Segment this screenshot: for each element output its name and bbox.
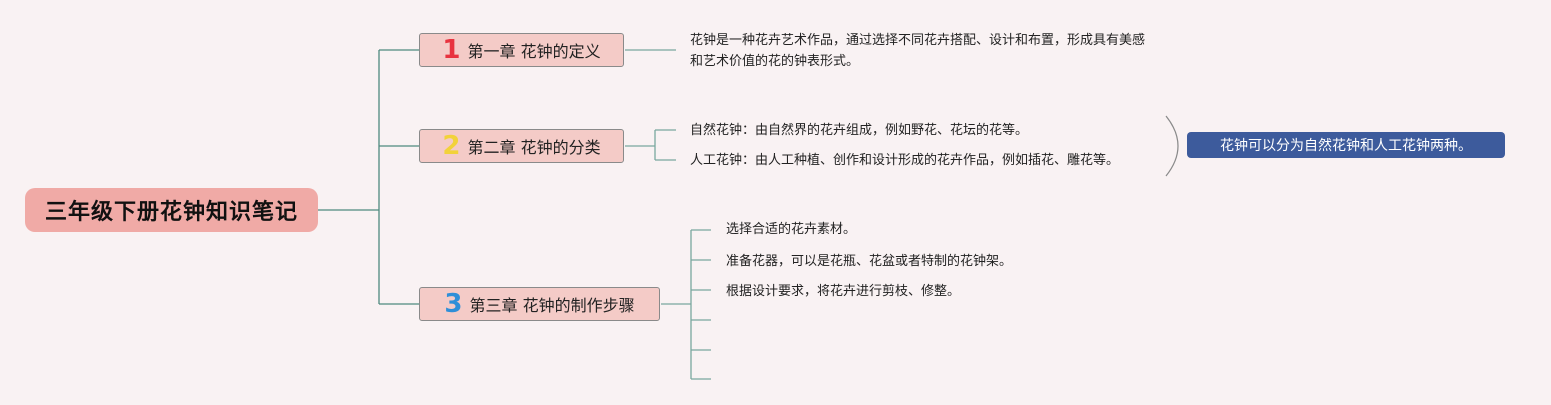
chapter-3-node[interactable]: 3 第三章 花钟的制作步骤 [419,287,660,321]
root-topic[interactable]: 三年级下册花钟知识笔记 [25,188,318,232]
chapter-2-summary-text: 花钟可以分为自然花钟和人工花钟两种。 [1220,138,1472,154]
root-title: 三年级下册花钟知识笔记 [44,200,298,225]
chapter-2-item-artificial[interactable]: 人工花钟：由人工种植、创作和设计形成的花卉作品，例如插花、雕花等。 [690,153,1120,168]
chapter-2-number: 2 [442,131,461,161]
chapter-3-number: 3 [444,289,463,319]
chapter-3-title: 第三章 花钟的制作步骤 [469,296,635,315]
summary-brace [1165,115,1179,177]
chapter-3-step-2[interactable]: 准备花器，可以是花瓶、花盆或者特制的花钟架。 [726,254,1013,269]
chapter-1-title: 第一章 花钟的定义 [467,42,601,61]
chapter-1-number: 1 [442,35,461,65]
chapter-2-title: 第二章 花钟的分类 [467,138,601,157]
chapter-3-step-3[interactable]: 根据设计要求，将花卉进行剪枝、修整。 [726,284,961,299]
chapter-1-detail-line-1[interactable]: 花钟是一种花卉艺术作品，通过选择不同花卉搭配、设计和布置，形成具有美感 [690,33,1146,48]
chapter-2-item-natural[interactable]: 自然花钟：由自然界的花卉组成，例如野花、花坛的花等。 [690,123,1029,138]
chapter-2-summary[interactable]: 花钟可以分为自然花钟和人工花钟两种。 [1187,132,1505,158]
chapter-2-node[interactable]: 2 第二章 花钟的分类 [419,129,624,163]
chapter-1-detail-line-2[interactable]: 和艺术价值的花的钟表形式。 [690,54,860,69]
chapter-1-node[interactable]: 1 第一章 花钟的定义 [419,33,624,67]
chapter-3-step-1[interactable]: 选择合适的花卉素材。 [726,222,857,237]
